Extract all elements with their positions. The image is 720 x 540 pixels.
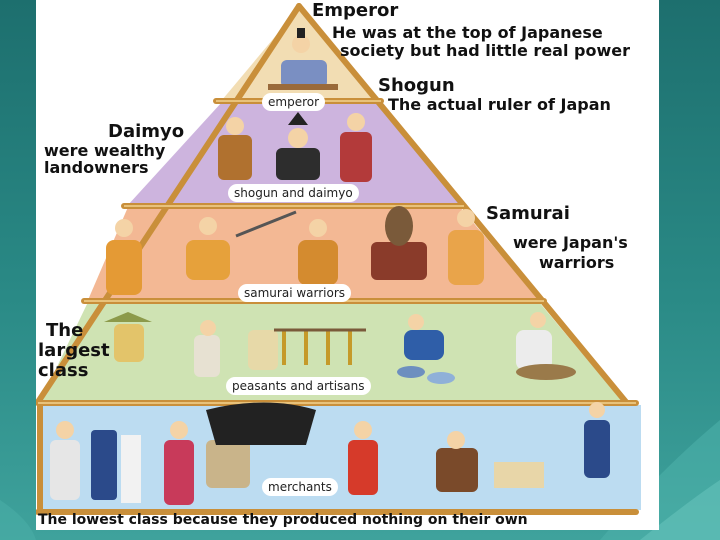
merchants-figures xyxy=(50,402,610,505)
peasants-artisans-figures xyxy=(104,312,576,384)
tier-label-peasants-artisans: peasants and artisans xyxy=(226,377,371,395)
samurai-description-line-1: were Japan's xyxy=(513,233,628,252)
samurai-description-line-2: warriors xyxy=(539,253,615,272)
emperor-title: Emperor xyxy=(312,0,399,21)
samurai-figures xyxy=(106,206,484,295)
emperor-figure xyxy=(268,28,338,90)
social-pyramid-diagram: Emperor He was at the top of Japanese so… xyxy=(36,0,659,530)
samurai-title: Samurai xyxy=(486,203,570,224)
shogun-title: Shogun xyxy=(378,75,455,96)
tier-label-merchants: merchants xyxy=(262,478,338,496)
tier-label-samurai: samurai warriors xyxy=(238,284,352,302)
shogun-daimyo-figures xyxy=(218,112,372,182)
tier-label-shogun-daimyo: shogun and daimyo xyxy=(228,184,359,202)
largest-class-line-2: largest xyxy=(38,340,110,361)
pyramid-graphic xyxy=(36,3,641,515)
daimyo-description-line-2: landowners xyxy=(44,158,149,177)
tier-emperor-band xyxy=(222,8,377,100)
tier-label-emperor: emperor xyxy=(262,93,326,111)
emperor-description-line-2: society but had little real power xyxy=(340,41,630,60)
emperor-description-line-1: He was at the top of Japanese xyxy=(332,23,603,42)
lowest-class-caption: The lowest class because they produced n… xyxy=(38,512,528,528)
tier-peasants-band xyxy=(41,302,621,400)
daimyo-title: Daimyo xyxy=(108,121,185,142)
daimyo-description-line-1: were wealthy xyxy=(44,141,166,160)
largest-class-line-3: class xyxy=(38,360,89,381)
largest-class-line-1: The xyxy=(46,320,84,341)
shogun-description: The actual ruler of Japan xyxy=(388,95,611,114)
